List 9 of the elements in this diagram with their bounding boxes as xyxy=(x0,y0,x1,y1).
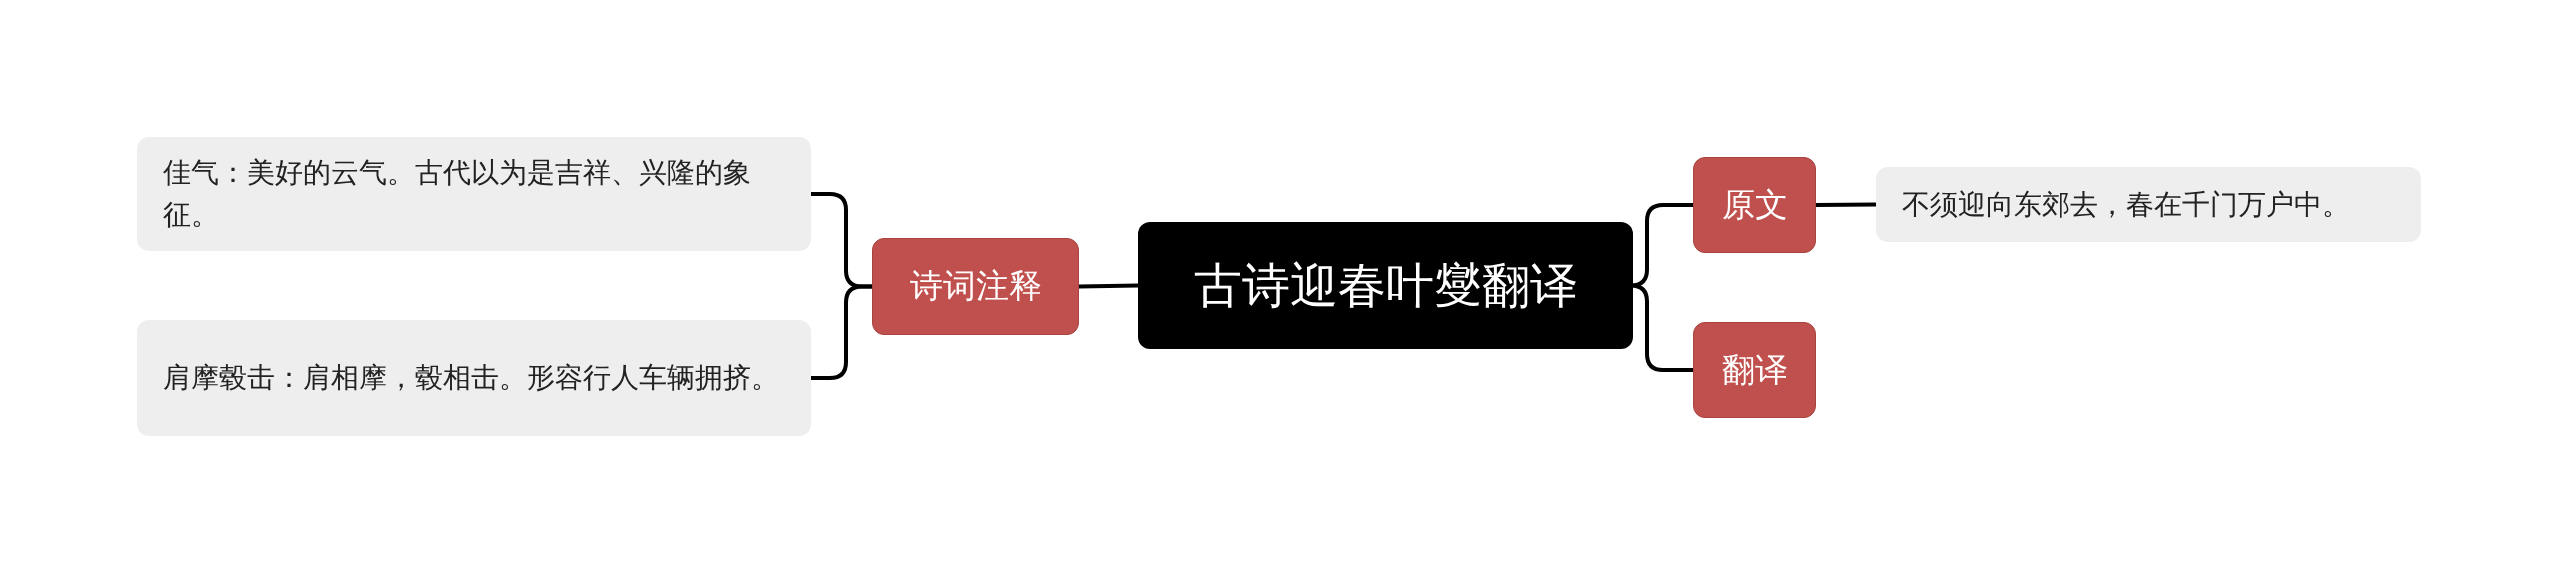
note-box: 不须迎向东郊去，春在千门万户中。 xyxy=(1876,167,2421,242)
note-box: 佳气：美好的云气。古代以为是吉祥、兴隆的象征。 xyxy=(137,137,811,251)
connector-line xyxy=(1078,283,1139,289)
note-box: 肩摩毂击：肩相摩，毂相击。形容行人车辆拥挤。 xyxy=(137,320,811,436)
central-topic-box: 古诗迎春叶燮翻译 xyxy=(1138,222,1633,349)
branch-box: 原文 xyxy=(1693,157,1816,253)
connector-line xyxy=(1816,202,1876,207)
branch-box: 诗词注释 xyxy=(872,238,1079,335)
branch-box: 翻译 xyxy=(1693,322,1816,418)
